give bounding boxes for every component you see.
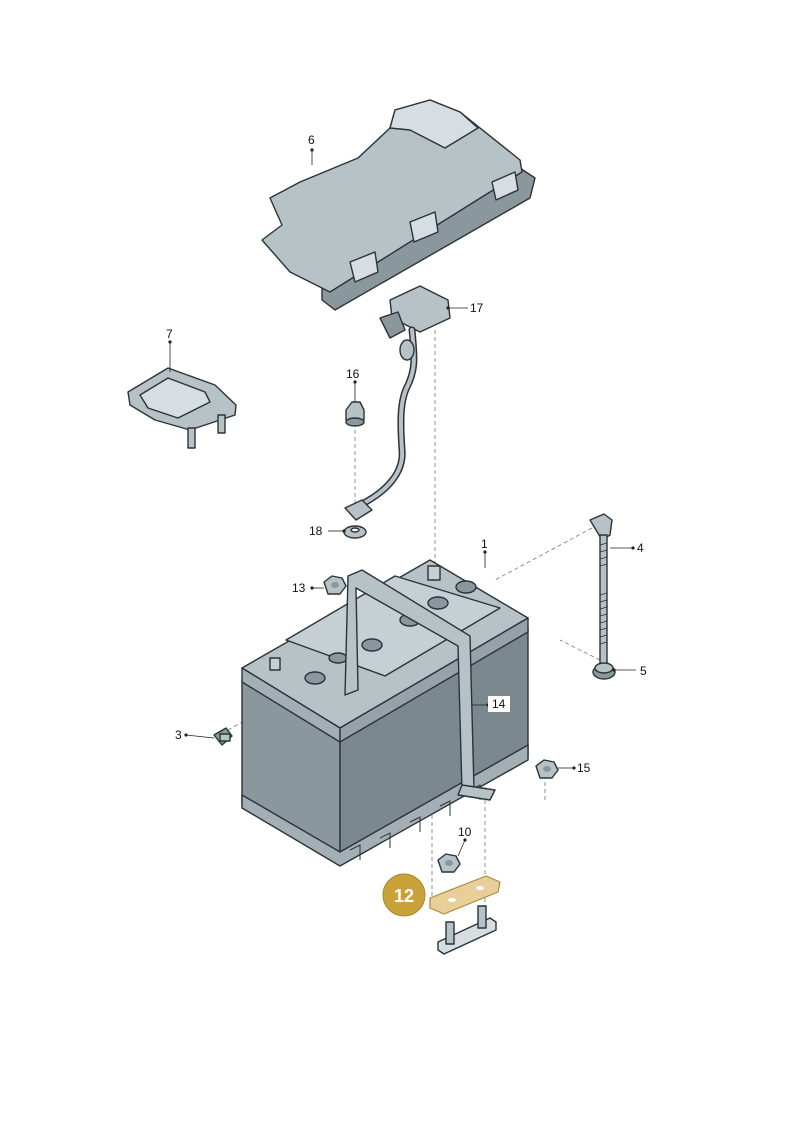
part-12-badge[interactable]: 12 (382, 873, 426, 917)
label-7: 7 (166, 327, 173, 341)
part-16-nut-cap[interactable] (345, 401, 365, 427)
label-14: 14 (492, 697, 506, 711)
badge-12-label: 12 (394, 886, 414, 906)
part-4-long-bolt[interactable] (589, 513, 613, 666)
part-15-nut[interactable] (535, 759, 559, 779)
part-10-nut[interactable] (437, 853, 461, 873)
label-6: 6 (308, 133, 315, 147)
lower-mounting-plate[interactable] (437, 905, 497, 955)
label-5: 5 (640, 664, 647, 678)
label-4: 4 (637, 541, 644, 555)
part-6-battery-cover[interactable] (261, 99, 536, 311)
label-15: 15 (577, 761, 591, 775)
label-1: 1 (481, 537, 488, 551)
part-18-washer[interactable] (343, 525, 367, 539)
part-12-clamp-plate[interactable] (429, 875, 501, 915)
label-18: 18 (309, 524, 323, 538)
part-13-nut[interactable] (323, 575, 347, 595)
part-17-terminal-cable[interactable] (344, 285, 451, 521)
part-7-bracket[interactable] (127, 367, 237, 449)
part-14-hold-down-strap[interactable] (344, 569, 496, 801)
label-10: 10 (458, 825, 472, 839)
part-3-screw[interactable] (213, 727, 233, 746)
label-13: 13 (292, 581, 306, 595)
part-1-battery[interactable] (241, 559, 529, 867)
label-3: 3 (175, 728, 182, 742)
label-14-box: 14 (488, 696, 510, 712)
assembly-guide-lines (227, 330, 601, 915)
label-16: 16 (346, 367, 360, 381)
label-17: 17 (470, 301, 484, 315)
part-5-grommet[interactable] (592, 662, 616, 680)
leader-lines (168, 148, 636, 857)
